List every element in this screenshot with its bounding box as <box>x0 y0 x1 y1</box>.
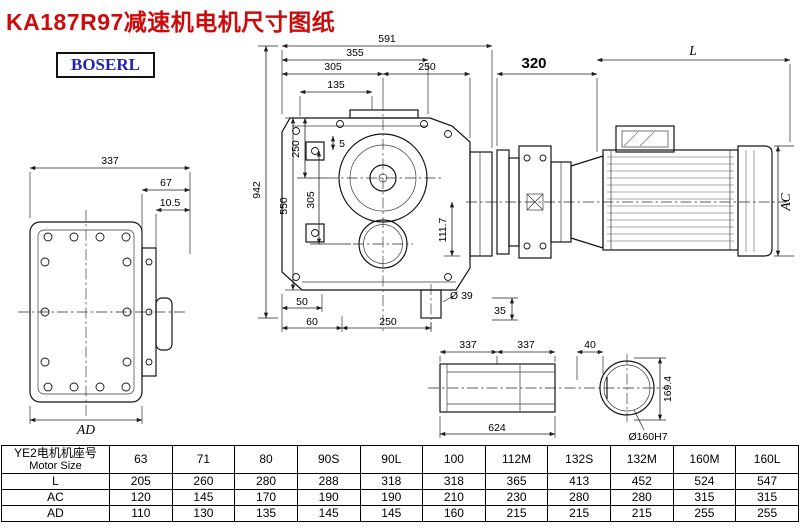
dim-value: 315 <box>672 489 737 506</box>
dim-value: 110 <box>109 505 173 522</box>
frame-size-header: 100 <box>422 445 486 474</box>
dim-value: 255 <box>672 505 737 522</box>
motor-size-label-cn: YE2电机机座号 <box>14 446 97 460</box>
frame-size-header: 80 <box>234 445 298 474</box>
dim-value: 215 <box>547 505 611 522</box>
dim-value: 280 <box>610 489 674 506</box>
dim-motor-320: 320 <box>521 55 546 72</box>
row-label: AC <box>1 489 110 506</box>
frame-size-header: 90L <box>359 445 424 474</box>
frame-size-header: 132S <box>547 445 611 474</box>
shaft-view: 337 337 40 624 <box>428 339 668 438</box>
dim-left-ad: AD <box>76 422 95 437</box>
motor-view: 320 L AC <box>496 43 794 259</box>
dim-motor-AC: AC <box>778 192 793 211</box>
dim-value: 145 <box>171 489 236 506</box>
dim-main-dia39: Ø 39 <box>450 290 473 302</box>
dim-main-250-top: 250 <box>418 61 436 73</box>
frame-size-header: 71 <box>171 445 236 474</box>
dim-main-35: 35 <box>494 305 506 317</box>
dim-value: 318 <box>359 473 424 490</box>
dim-value: 190 <box>296 489 361 506</box>
frame-size-header: 160L <box>735 445 799 474</box>
frame-size-header: 63 <box>109 445 173 474</box>
dim-main-60: 60 <box>306 316 318 328</box>
dim-bore-label: Ø160H7 <box>628 431 667 443</box>
dim-main-135: 135 <box>327 79 345 91</box>
frame-size-header: 90S <box>296 445 361 474</box>
dim-main-355: 355 <box>346 47 364 59</box>
dim-left-67: 67 <box>160 177 172 189</box>
dim-shaft-337a: 337 <box>459 339 477 351</box>
frame-size-header: 112M <box>484 445 549 474</box>
dim-value: 135 <box>234 505 298 522</box>
dim-value: 205 <box>109 473 173 490</box>
dim-bore-169-4: 169.4 <box>662 376 674 402</box>
dim-shaft-624: 624 <box>488 422 506 434</box>
dim-value: 170 <box>234 489 298 506</box>
dim-value: 145 <box>359 505 424 522</box>
dim-value: 120 <box>109 489 173 506</box>
bore-view: 169.4 Ø160H7 <box>599 354 674 443</box>
brand-logo: BOSERL <box>56 52 155 78</box>
dim-main-550: 550 <box>278 197 290 215</box>
dim-main-305-top: 305 <box>324 61 342 73</box>
dim-value: 524 <box>672 473 737 490</box>
dim-value: 547 <box>735 473 799 490</box>
dim-main-111-7: 111.7 <box>437 217 449 242</box>
dim-value: 130 <box>171 505 236 522</box>
frame-size-header: 160M <box>672 445 737 474</box>
dim-shaft-40: 40 <box>584 339 596 351</box>
dim-main-5: 5 <box>339 138 345 150</box>
left-view: 337 67 10.5 AD <box>18 155 191 437</box>
dim-value: 452 <box>610 473 674 490</box>
dim-value: 230 <box>484 489 549 506</box>
dim-main-50: 50 <box>296 296 308 308</box>
dim-value: 215 <box>610 505 674 522</box>
dim-value: 255 <box>735 505 799 522</box>
dim-value: 413 <box>547 473 611 490</box>
dim-main-250-left: 250 <box>290 140 302 158</box>
dim-motor-L: L <box>688 43 697 58</box>
dim-main-250-bottom: 250 <box>379 316 397 328</box>
dim-value: 215 <box>484 505 549 522</box>
dim-value: 280 <box>234 473 298 490</box>
dim-value: 318 <box>422 473 486 490</box>
dim-main-942: 942 <box>251 181 263 199</box>
dim-value: 288 <box>296 473 361 490</box>
dim-left-width: 337 <box>101 155 119 167</box>
row-label: L <box>1 473 110 490</box>
motor-size-label-en: Motor Size <box>29 460 82 472</box>
dim-value: 365 <box>484 473 549 490</box>
dim-value: 315 <box>735 489 799 506</box>
dim-left-10-5: 10.5 <box>160 197 181 209</box>
dim-value: 145 <box>296 505 361 522</box>
technical-drawing: 337 67 10.5 AD <box>18 33 794 443</box>
dim-value: 210 <box>422 489 486 506</box>
dim-value: 260 <box>171 473 236 490</box>
dim-value: 160 <box>422 505 486 522</box>
frame-size-header: 132M <box>610 445 674 474</box>
dim-main-591: 591 <box>378 33 396 45</box>
row-label: AD <box>1 505 110 522</box>
dim-main-305-left: 305 <box>305 191 317 209</box>
dim-value: 190 <box>359 489 424 506</box>
dim-value: 280 <box>547 489 611 506</box>
page-title: KA187R97减速机电机尺寸图纸 <box>6 9 336 35</box>
dim-shaft-337b: 337 <box>517 339 535 351</box>
